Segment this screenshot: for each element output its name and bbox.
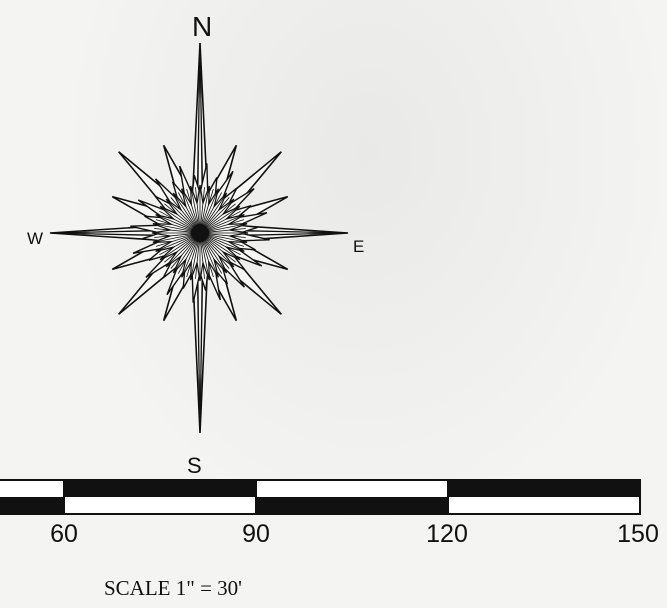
compass-radial-line xyxy=(202,207,239,232)
compass-radial-line xyxy=(200,235,214,278)
scale-tick-label-60: 60 xyxy=(50,520,78,548)
compass-radial-line xyxy=(201,194,226,231)
compass-radial-line xyxy=(159,234,198,256)
compass-cardinal-edge-left-0 xyxy=(196,42,201,206)
compass-radial-line xyxy=(202,228,246,234)
compass-cardinal-edge-right-0 xyxy=(199,42,204,206)
compass-north-label: N xyxy=(192,11,213,42)
compass-radial-line xyxy=(201,200,233,232)
scale-segment-bottom-1 xyxy=(0,497,64,514)
compass-radial-line xyxy=(154,223,198,233)
compass-radial-line xyxy=(200,235,210,279)
compass-radial-line xyxy=(154,232,198,238)
compass-radial-line xyxy=(201,235,226,272)
compass-cardinal-edge-left-2 xyxy=(199,260,204,434)
scale-segment-bottom-3 xyxy=(256,497,448,514)
compass-radial-line xyxy=(174,194,199,231)
compass-radial-line xyxy=(164,234,198,263)
compass-radial-line xyxy=(190,187,200,231)
compass-radial-line xyxy=(200,188,214,231)
compass-radial-line xyxy=(201,192,223,231)
compass-radial-line xyxy=(174,235,199,272)
compass-radial-line xyxy=(170,197,199,231)
compass-east-label: E xyxy=(353,237,365,256)
compass-radial-line xyxy=(201,234,233,266)
compass-radial-line xyxy=(167,200,199,232)
compass-radial-line xyxy=(202,234,236,263)
scale-segment-bottom-2 xyxy=(64,497,256,514)
compass-radial-line xyxy=(161,234,198,259)
compass-south-label: S xyxy=(187,453,202,478)
compass-radial-line xyxy=(199,187,205,231)
compass-radial-line xyxy=(157,215,198,233)
compass-radial-line xyxy=(186,235,200,278)
compass-radial-line xyxy=(177,235,199,274)
scale-caption: SCALE 1" = 30' xyxy=(104,576,242,600)
scale-segment-top-2 xyxy=(64,480,256,497)
compass-radial-line xyxy=(202,219,245,233)
compass-west-label: W xyxy=(27,229,44,248)
compass-radial-line xyxy=(202,210,241,232)
compass-rose xyxy=(49,42,349,434)
compass-cardinal-edge-right-2 xyxy=(196,260,201,434)
compass-radial-line xyxy=(202,223,246,233)
compass-radial-line xyxy=(190,235,200,279)
compass-radial-line xyxy=(170,235,199,269)
compass-radial-line xyxy=(195,187,201,231)
scale-tick-label-150: 150 xyxy=(617,520,659,548)
compass-radial-line xyxy=(155,233,198,247)
scale-tick-label-90: 90 xyxy=(242,520,270,548)
scale-segment-top-4 xyxy=(448,480,640,497)
compass-radial-line xyxy=(164,203,198,232)
scale-segment-top-3 xyxy=(256,480,448,497)
compass-radial-line xyxy=(200,187,210,231)
compass-radial-line xyxy=(202,203,236,232)
compass-radial-line xyxy=(155,219,198,233)
compass-radial-line xyxy=(161,207,198,232)
compass-radial-line xyxy=(202,215,243,233)
compass-radial-line xyxy=(167,234,199,266)
compass-radial-line xyxy=(201,235,230,269)
compass-radial-line xyxy=(200,190,218,231)
compass-radial-line xyxy=(201,197,230,231)
compass-radial-line xyxy=(202,233,245,247)
compass-radial-line xyxy=(182,235,200,276)
scale-bar xyxy=(0,479,641,515)
scale-segment-top-1 xyxy=(0,480,64,497)
compass-radial-line xyxy=(202,233,246,243)
compass-center xyxy=(191,224,209,242)
compass-radial-line xyxy=(199,235,205,279)
compass-radial-line xyxy=(200,235,218,276)
compass-radial-line xyxy=(154,228,198,234)
compass-radial-line xyxy=(157,233,198,251)
compass-radial-line xyxy=(186,188,200,231)
compass-radial-line xyxy=(195,235,201,279)
compass-radial-line xyxy=(202,234,241,256)
compass-radial-line xyxy=(177,192,199,231)
compass-radial-line xyxy=(154,233,198,243)
compass-radial-line xyxy=(182,190,200,231)
compass-radial-line xyxy=(159,210,198,232)
compass-radial-line xyxy=(202,233,243,251)
scale-tick-label-120: 120 xyxy=(426,520,468,548)
compass-radial-line xyxy=(202,234,239,259)
compass-radial-line xyxy=(201,235,223,274)
compass-radial-line xyxy=(202,232,246,238)
scale-segment-bottom-4 xyxy=(448,497,640,514)
